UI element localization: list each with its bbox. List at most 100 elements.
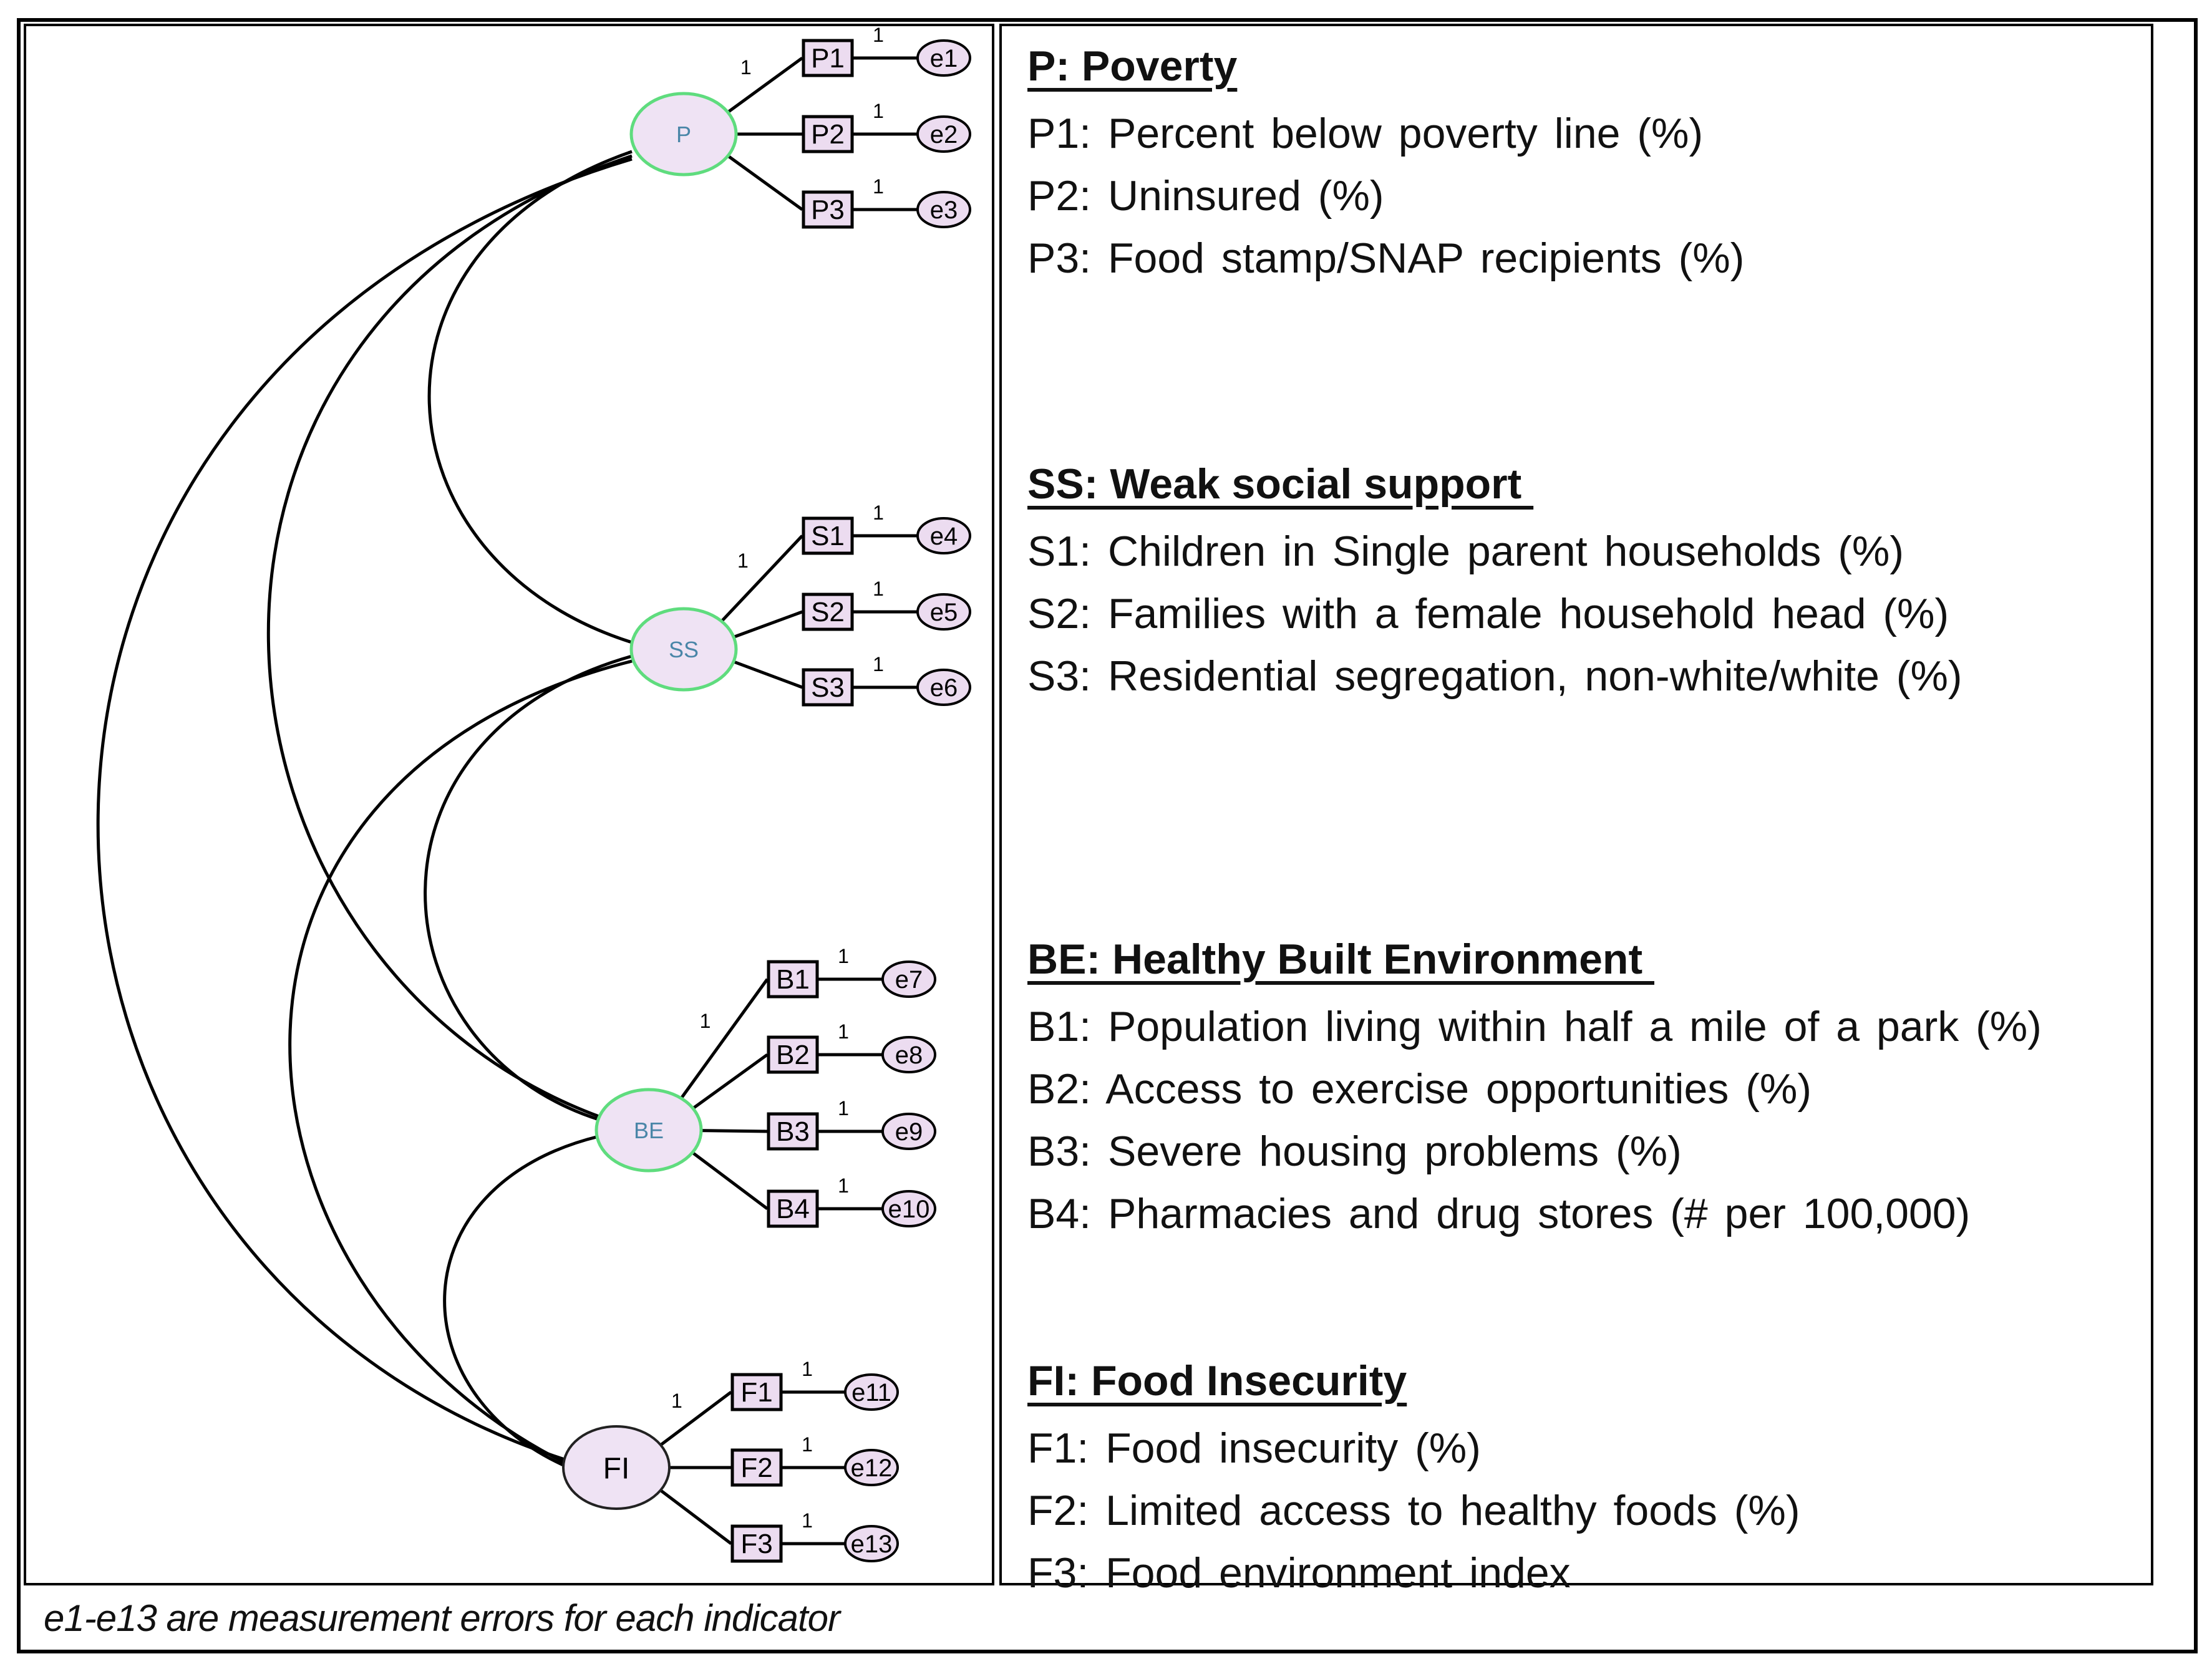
error-circle-e12 (844, 1449, 899, 1486)
error-circle-e9 (881, 1113, 936, 1150)
loading-arrow-s1 (719, 535, 803, 623)
error-label-e3: e3 (930, 196, 958, 224)
indicator-box-b1 (767, 960, 819, 999)
loading-label-b1: 1 (700, 1010, 711, 1032)
indicator-label-f3: F3 (740, 1529, 772, 1559)
error-circle-e11 (844, 1373, 899, 1411)
latent-label-fi: FI (603, 1452, 630, 1485)
error-circle-e2 (916, 115, 971, 153)
latent-node-be (594, 1088, 703, 1173)
error-weight-e9: 1 (838, 1097, 849, 1120)
indicator-box-f3 (730, 1524, 783, 1563)
indicator-label-s1: S1 (811, 521, 845, 551)
error-weight-e11: 1 (802, 1358, 813, 1380)
loading-label-f1: 1 (671, 1390, 682, 1412)
error-label-e13: e13 (851, 1531, 893, 1558)
outer-border (17, 18, 2198, 1653)
error-label-e12: e12 (851, 1454, 893, 1482)
error-weight-e8: 1 (838, 1020, 849, 1043)
legend-item-b4: B4: Pharmacies and drug stores (# per 10… (1027, 1190, 1971, 1237)
indicator-box-s3 (802, 668, 854, 707)
indicator-box-s1 (802, 516, 854, 555)
legend-panel-border (999, 24, 2153, 1585)
legend-item-b2: B2: Access to exercise opportunities (%) (1027, 1065, 1812, 1113)
indicator-box-p1 (802, 39, 854, 77)
indicator-label-p1: P1 (811, 43, 845, 74)
latent-node-p (629, 92, 738, 177)
error-weight-e2: 1 (873, 100, 884, 122)
legend-title-built-environment: BE: Healthy Built Environment (1027, 936, 1654, 983)
error-weight-e4: 1 (873, 501, 884, 524)
error-circle-e1 (916, 39, 971, 77)
loading-arrow-f1 (659, 1391, 732, 1447)
indicator-box-b4 (767, 1189, 819, 1228)
covariance-p-ss (427, 150, 633, 644)
legend-item-s1: S1: Children in Single parent households… (1027, 528, 1904, 575)
covariance-p-be (266, 154, 633, 1118)
legend-item-f2: F2: Limited access to healthy foods (%) (1027, 1487, 1800, 1534)
legend-panel: P: Poverty P1: Percent below poverty lin… (1002, 25, 2150, 1597)
error-circle-e10 (881, 1190, 936, 1227)
legend-group-poverty: P: Poverty P1: Percent below poverty lin… (1027, 37, 1744, 289)
error-circle-e13 (844, 1525, 899, 1562)
latent-label-be: BE (634, 1118, 664, 1143)
loading-arrow-b4 (691, 1150, 769, 1210)
error-label-e9: e9 (895, 1118, 923, 1146)
loading-label-s1: 1 (737, 549, 749, 572)
indicator-label-s3: S3 (811, 672, 845, 703)
legend-item-p1: P1: Percent below poverty line (%) (1027, 110, 1704, 157)
error-label-e11: e11 (851, 1379, 891, 1406)
legend-item-f1: F1: Food insecurity (%) (1027, 1425, 1481, 1472)
error-label-e5: e5 (930, 599, 958, 626)
legend-item-f3: F3: Food environment index (1027, 1549, 1571, 1597)
legend-item-p3: P3: Food stamp/SNAP recipients (%) (1027, 235, 1745, 282)
latent-node-ss (629, 607, 738, 692)
indicator-label-f1: F1 (740, 1377, 772, 1408)
legend-group-built-environment: BE: Healthy Built Environment B1: Popula… (1027, 931, 2042, 1245)
indicator-label-b4: B4 (776, 1194, 810, 1224)
legend-title-food-insecurity: FI: Food Insecurity (1027, 1357, 1407, 1405)
covariance-arrows (96, 150, 633, 1468)
error-label-e2: e2 (930, 121, 958, 148)
legend-item-b1: B1: Population living within half a mile… (1027, 1003, 2042, 1050)
indicator-label-b2: B2 (776, 1040, 810, 1070)
indicator-box-s2 (802, 593, 854, 631)
latent-node-fi (562, 1425, 671, 1510)
error-weight-e13: 1 (802, 1509, 813, 1532)
legend-group-food-insecurity: FI: Food Insecurity F1: Food insecurity … (1027, 1352, 1800, 1604)
legend-title-social-support: SS: Weak social support (1027, 460, 1534, 508)
diagram-panel-border (24, 24, 994, 1585)
error-circle-e3 (916, 191, 971, 228)
error-label-e10: e10 (888, 1196, 930, 1223)
error-circle-e7 (881, 960, 936, 998)
covariance-ss-be (424, 654, 633, 1121)
latent-label-ss: SS (669, 637, 699, 662)
legend-item-b3: B3: Severe housing problems (%) (1027, 1128, 1682, 1175)
indicator-label-f2: F2 (740, 1453, 772, 1483)
indicator-box-f2 (730, 1448, 783, 1487)
loading-arrow-p1 (726, 56, 803, 114)
legend-title-poverty: P: Poverty (1027, 42, 1238, 90)
loading-arrow-s2 (732, 610, 803, 639)
error-weight-e6: 1 (873, 653, 884, 675)
error-weight-e1: 1 (873, 24, 884, 46)
indicator-label-b1: B1 (776, 964, 810, 995)
latent-label-p: P (676, 122, 691, 147)
covariance-ss-fi (288, 659, 633, 1464)
indicator-box-b2 (767, 1035, 819, 1074)
error-weight-e5: 1 (873, 578, 884, 600)
indicator-label-s2: S2 (811, 597, 845, 627)
loading-arrow-b2 (691, 1053, 769, 1111)
error-weight-e12: 1 (802, 1433, 813, 1456)
error-label-e1: e1 (930, 45, 958, 72)
error-label-e4: e4 (930, 523, 958, 550)
indicator-box-f1 (730, 1373, 783, 1411)
loading-label-p1: 1 (740, 56, 752, 79)
legend-item-p2: P2: Uninsured (%) (1027, 172, 1384, 220)
legend-group-social-support: SS: Weak social support S1: Children in … (1027, 455, 1962, 707)
indicator-box-p2 (802, 115, 854, 153)
error-label-e8: e8 (895, 1042, 923, 1069)
